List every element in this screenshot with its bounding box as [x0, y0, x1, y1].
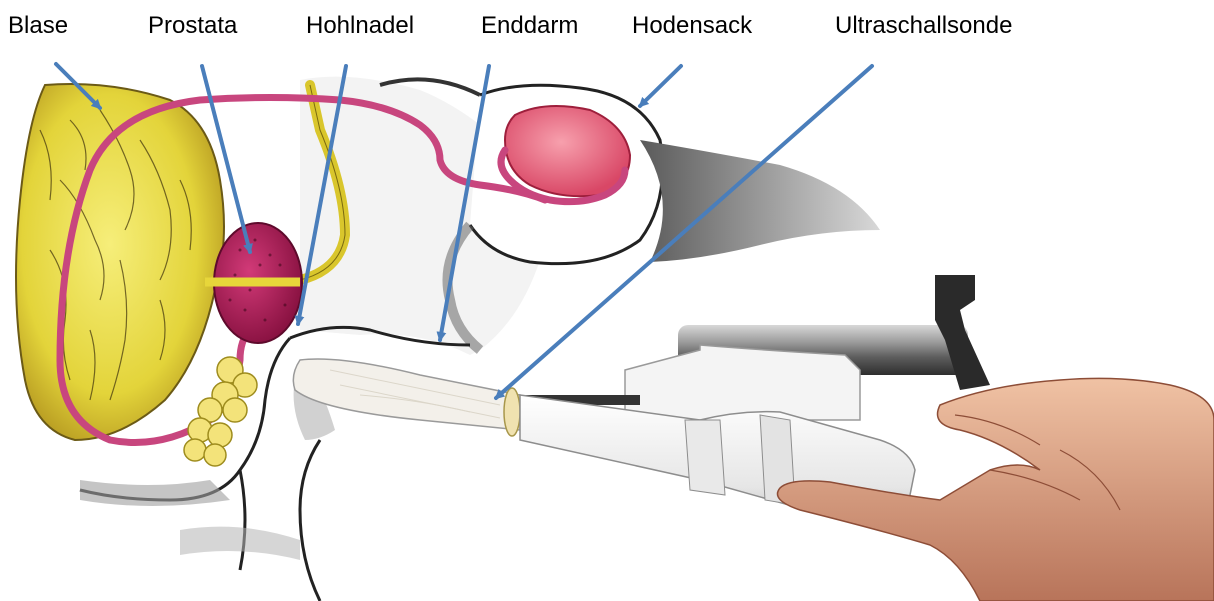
bladder — [16, 84, 224, 440]
seminal-vesicles — [184, 357, 257, 466]
arrow-icon — [640, 66, 681, 106]
